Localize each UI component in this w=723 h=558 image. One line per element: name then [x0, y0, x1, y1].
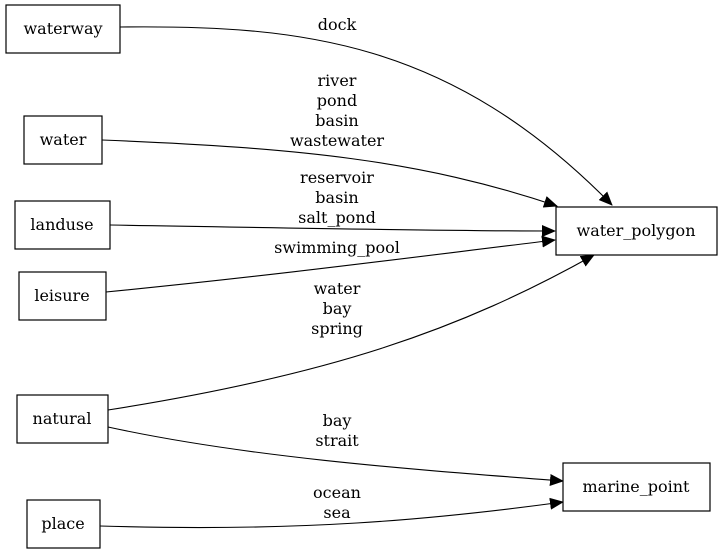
- edge-label: swimming_pool: [274, 238, 400, 257]
- edge-label: basin: [315, 111, 358, 130]
- node-marine-point: marine_point: [562, 462, 711, 512]
- edge-label: river: [318, 71, 357, 90]
- edge-leisure-to-water-polygon: swimming_pool: [105, 235, 556, 293]
- edge-label: reservoir: [300, 168, 374, 187]
- node-water-polygon: water_polygon: [555, 206, 718, 256]
- edge-natural-to-marine-point: bay strait: [107, 411, 564, 486]
- edge-label: spring: [311, 319, 363, 338]
- node-place: place: [26, 499, 101, 549]
- edge-label: basin: [315, 188, 358, 207]
- edge-landuse-to-water-polygon: reservoir basin salt_pond: [109, 168, 556, 237]
- edge-label: ocean: [313, 483, 361, 502]
- node-landuse: landuse: [14, 200, 111, 250]
- edge-place-to-marine-point: ocean sea: [99, 483, 564, 529]
- edge-landuse-water-polygon-line: [109, 224, 556, 237]
- node-label: landuse: [30, 215, 93, 234]
- node-leisure: leisure: [18, 271, 107, 321]
- edge-label: bay: [323, 411, 352, 430]
- node-natural: natural: [16, 394, 109, 444]
- node-label: water: [40, 130, 87, 149]
- edge-natural-water-polygon-line: [107, 254, 595, 411]
- edge-label: strait: [315, 431, 359, 450]
- node-label: waterway: [23, 19, 102, 38]
- node-label: natural: [33, 409, 92, 428]
- edge-label: bay: [323, 299, 352, 318]
- edge-label: water: [314, 279, 361, 298]
- edge-label: sea: [323, 503, 351, 522]
- edge-label: dock: [318, 15, 357, 34]
- edge-label: salt_pond: [298, 208, 376, 227]
- edge-label: wastewater: [290, 131, 384, 150]
- node-label: water_polygon: [577, 221, 696, 240]
- edge-water-water-polygon-line: [101, 139, 558, 208]
- edge-natural-to-water-polygon: water bay spring: [107, 254, 595, 411]
- node-label: leisure: [34, 286, 89, 305]
- node-waterway: waterway: [5, 4, 121, 54]
- edge-water-to-water-polygon: river pond basin wastewater: [101, 71, 558, 208]
- edge-natural-marine-point-line: [107, 426, 564, 486]
- edge-waterway-to-water-polygon: dock: [119, 15, 613, 206]
- node-water: water: [23, 115, 103, 165]
- node-label: place: [41, 514, 84, 533]
- edge-leisure-water-polygon-line: [105, 235, 556, 293]
- node-label: marine_point: [583, 477, 691, 496]
- edge-waterway-water-polygon-line: [119, 26, 613, 206]
- edge-place-marine-point-line: [99, 497, 564, 529]
- edge-label: pond: [317, 91, 357, 110]
